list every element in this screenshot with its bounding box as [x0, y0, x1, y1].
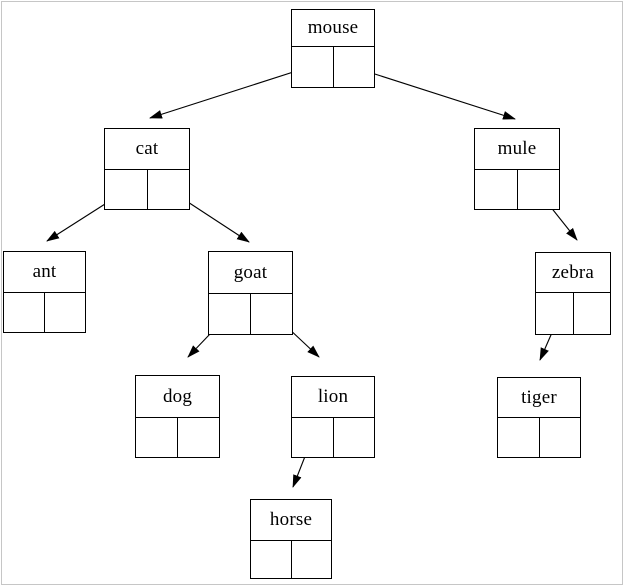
- node-label-zebra: zebra: [536, 253, 610, 293]
- right-pointer-cell-lion: [334, 418, 375, 457]
- left-pointer-cell-lion: [292, 418, 334, 457]
- node-label-tiger: tiger: [498, 378, 580, 418]
- right-pointer-cell-tiger: [540, 418, 581, 457]
- node-label-goat: goat: [209, 252, 292, 294]
- tree-node-mouse: mouse: [291, 9, 375, 88]
- right-pointer-cell-ant: [45, 293, 85, 332]
- left-pointer-cell-horse: [251, 541, 292, 578]
- left-pointer-cell-dog: [136, 418, 178, 457]
- tree-node-ant: ant: [3, 251, 86, 333]
- left-pointer-cell-tiger: [498, 418, 540, 457]
- node-pointer-cells-lion: [292, 418, 374, 457]
- node-label-dog: dog: [136, 376, 219, 418]
- right-pointer-cell-zebra: [574, 293, 611, 334]
- left-pointer-cell-ant: [4, 293, 45, 332]
- right-pointer-cell-mouse: [334, 47, 375, 87]
- edge-mouse-right-mule: [352, 66, 516, 120]
- tree-node-zebra: zebra: [535, 252, 611, 335]
- right-pointer-cell-dog: [178, 418, 219, 457]
- left-pointer-cell-zebra: [536, 293, 574, 334]
- node-label-mule: mule: [475, 129, 559, 170]
- node-pointer-cells-horse: [251, 541, 331, 578]
- left-pointer-cell-mouse: [292, 47, 334, 87]
- right-pointer-cell-horse: [292, 541, 332, 578]
- node-pointer-cells-mouse: [292, 47, 374, 87]
- node-label-mouse: mouse: [292, 10, 374, 47]
- edge-mouse-left-cat: [149, 65, 313, 119]
- node-label-cat: cat: [105, 129, 189, 170]
- tree-node-lion: lion: [291, 376, 375, 458]
- tree-node-mule: mule: [474, 128, 560, 210]
- node-pointer-cells-goat: [209, 294, 292, 334]
- node-label-horse: horse: [251, 500, 331, 541]
- tree-node-tiger: tiger: [497, 377, 581, 458]
- node-pointer-cells-cat: [105, 170, 189, 209]
- left-pointer-cell-mule: [475, 170, 518, 209]
- node-label-ant: ant: [4, 252, 85, 293]
- right-pointer-cell-mule: [518, 170, 560, 209]
- tree-node-dog: dog: [135, 375, 220, 458]
- right-pointer-cell-goat: [251, 294, 292, 334]
- node-pointer-cells-zebra: [536, 293, 610, 334]
- right-pointer-cell-cat: [148, 170, 190, 209]
- node-pointer-cells-ant: [4, 293, 85, 332]
- node-pointer-cells-tiger: [498, 418, 580, 457]
- left-pointer-cell-cat: [105, 170, 148, 209]
- tree-node-cat: cat: [104, 128, 190, 210]
- left-pointer-cell-goat: [209, 294, 251, 334]
- tree-node-horse: horse: [250, 499, 332, 579]
- tree-node-goat: goat: [208, 251, 293, 335]
- node-pointer-cells-dog: [136, 418, 219, 457]
- node-pointer-cells-mule: [475, 170, 559, 209]
- node-label-lion: lion: [292, 377, 374, 418]
